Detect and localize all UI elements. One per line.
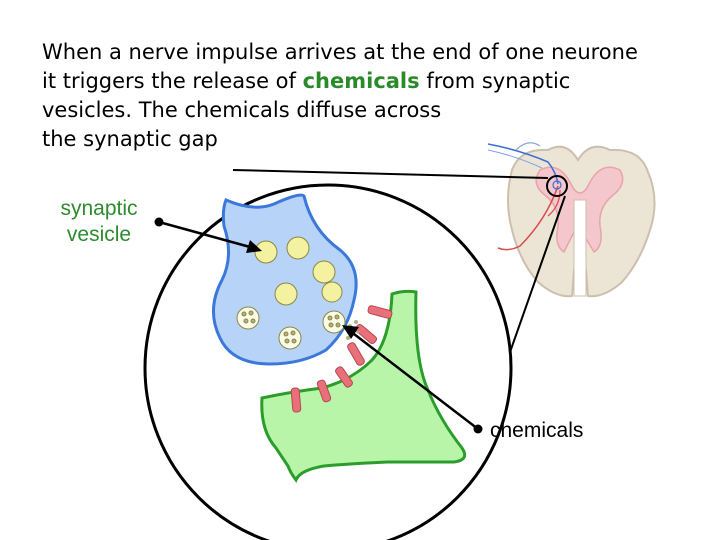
synaptic-vesicle bbox=[321, 281, 343, 303]
chemical-particle bbox=[356, 330, 360, 334]
chemicals-pointer-arrow bbox=[342, 325, 483, 434]
receptor bbox=[335, 366, 353, 388]
intro-line-2-end: from synaptic bbox=[419, 69, 571, 93]
receptor bbox=[367, 305, 393, 319]
chemicals-label: chemicals bbox=[490, 419, 584, 442]
receptor bbox=[316, 379, 332, 403]
receptor bbox=[354, 323, 378, 345]
synaptic-vesicle-label: synaptic vesicle bbox=[44, 196, 154, 248]
chemical-particle bbox=[346, 336, 350, 340]
zoom-line-top bbox=[232, 169, 549, 179]
intro-highlight-chemicals: chemicals bbox=[302, 69, 420, 93]
receptor bbox=[347, 342, 365, 366]
intro-line-3: vesicles. The chemicals diffuse across bbox=[42, 98, 442, 122]
spinal-cord-cross-section bbox=[487, 142, 656, 298]
intro-text: When a nerve impulse arrives at the end … bbox=[42, 38, 682, 154]
intro-line-1: When a nerve impulse arrives at the end … bbox=[42, 40, 638, 64]
synaptic-vesicle-label-line-1: synaptic bbox=[60, 197, 138, 220]
synaptic-vesicle-with-chemicals bbox=[322, 310, 346, 334]
chemical-particle bbox=[354, 320, 358, 324]
synaptic-vesicle bbox=[254, 240, 278, 264]
synaptic-vesicle bbox=[312, 260, 336, 284]
receptors bbox=[290, 305, 393, 413]
synaptic-vesicles bbox=[236, 236, 346, 350]
synaptic-vesicle-with-chemicals bbox=[278, 326, 302, 350]
synaptic-vesicle bbox=[274, 282, 298, 306]
synaptic-vesicle bbox=[286, 236, 310, 260]
intro-line-2-start: it triggers the release of bbox=[42, 69, 303, 93]
synaptic-vesicle-with-chemicals bbox=[236, 306, 260, 330]
vesicle-pointer-arrow bbox=[154, 217, 262, 253]
intro-line-4: the synaptic gap bbox=[42, 127, 218, 151]
receptor bbox=[290, 387, 302, 413]
synaptic-vesicle-label-line-2: vesicle bbox=[66, 223, 132, 246]
